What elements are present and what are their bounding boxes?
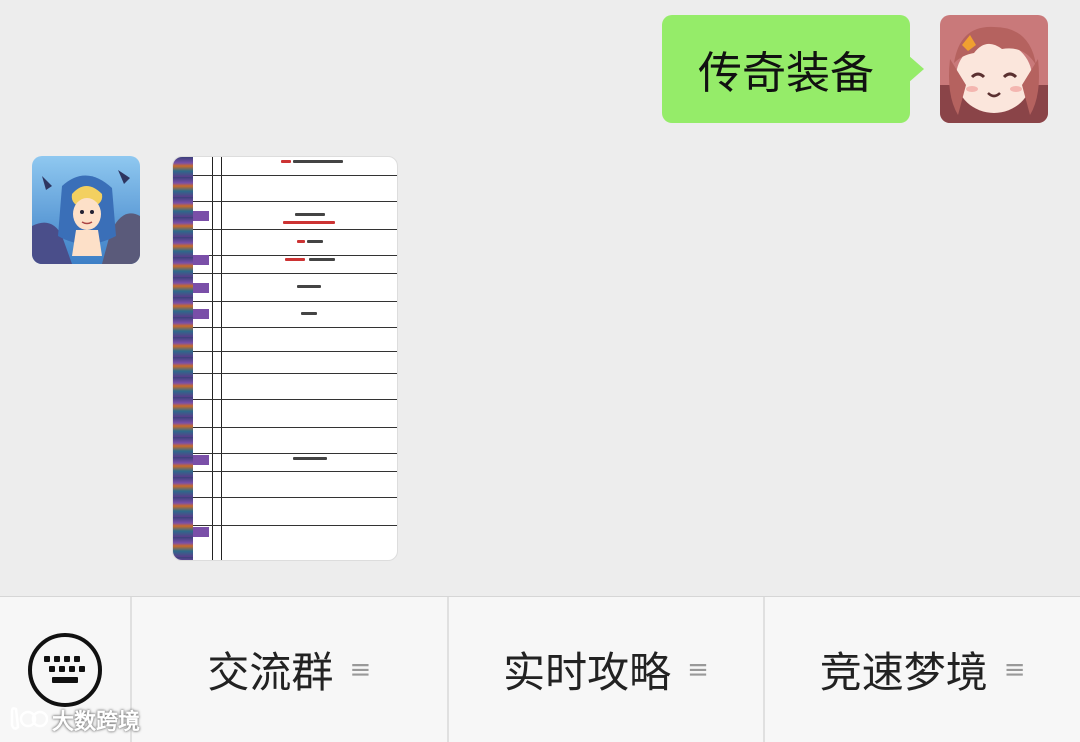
watermark-text: 大数跨境: [52, 710, 141, 735]
image-item-icon: [193, 527, 209, 537]
image-item-icons-column: [173, 157, 193, 560]
image-item-icon: [193, 283, 209, 293]
chat-area: 传奇装备: [32, 15, 1048, 561]
image-table-row-line: [193, 453, 397, 454]
image-table-row-line: [193, 255, 397, 256]
menu-lines-icon: ≡: [349, 654, 372, 685]
incoming-message-row: [32, 156, 398, 561]
image-table-row-line: [193, 471, 397, 472]
image-note-mark: [293, 457, 327, 460]
outgoing-message-row: 传奇装备: [662, 15, 1048, 123]
game-character-avatar-icon: [32, 156, 140, 264]
image-note-mark: [309, 258, 335, 261]
menu-item-label: 竞速梦境: [819, 648, 988, 697]
image-item-icon: [193, 211, 209, 221]
image-note-mark: [281, 160, 291, 163]
official-account-avatar[interactable]: [32, 156, 140, 264]
image-table-row-line: [193, 201, 397, 202]
menu-item-live-guide[interactable]: 实时攻略 ≡: [446, 597, 764, 742]
menu-item-speed-dream[interactable]: 竞速梦境 ≡: [763, 597, 1080, 742]
bottom-menu-bar: 交流群 ≡ 实时攻略 ≡ 竞速梦境 ≡: [0, 596, 1080, 742]
outgoing-message-text: 传奇装备: [698, 48, 874, 99]
image-table-row-line: [193, 175, 397, 176]
anime-girl-avatar-icon: [940, 15, 1048, 123]
menu-item-group-chat[interactable]: 交流群 ≡: [130, 597, 447, 742]
image-table-row-line: [193, 427, 397, 428]
keyboard-icon: [28, 632, 102, 707]
image-note-mark: [297, 285, 321, 288]
image-table-row-line: [193, 327, 397, 328]
image-table-row-line: [193, 273, 397, 274]
image-note-mark: [307, 240, 323, 243]
image-table-row-line: [193, 351, 397, 352]
incoming-image-message[interactable]: [172, 156, 398, 561]
image-table-row-line: [193, 301, 397, 302]
image-note-mark: [295, 213, 325, 216]
outgoing-message-bubble[interactable]: 传奇装备: [662, 15, 924, 123]
image-table-column: [193, 157, 213, 560]
image-table-row-line: [193, 229, 397, 230]
menu-lines-icon: ≡: [1003, 654, 1026, 685]
image-item-icon: [193, 255, 209, 265]
image-note-mark: [301, 312, 317, 315]
image-table-divider: [221, 157, 222, 560]
user-avatar[interactable]: [940, 15, 1048, 123]
image-note-mark: [283, 221, 335, 224]
image-item-icon: [193, 455, 209, 465]
menu-item-label: 实时攻略: [503, 648, 672, 697]
menu-item-label: 交流群: [207, 648, 334, 697]
watermark-logo-icon: [10, 707, 48, 730]
image-table-row-line: [193, 525, 397, 526]
image-note-mark: [297, 240, 305, 243]
watermark: 大数跨境: [8, 704, 140, 736]
image-item-icon: [193, 309, 209, 319]
image-table-row-line: [193, 373, 397, 374]
image-note-mark: [285, 258, 305, 261]
menu-lines-icon: ≡: [687, 654, 709, 685]
image-table-row-line: [193, 497, 397, 498]
image-table-row-line: [193, 399, 397, 400]
keyboard-toggle-button[interactable]: [0, 597, 130, 742]
image-note-mark: [293, 160, 343, 163]
